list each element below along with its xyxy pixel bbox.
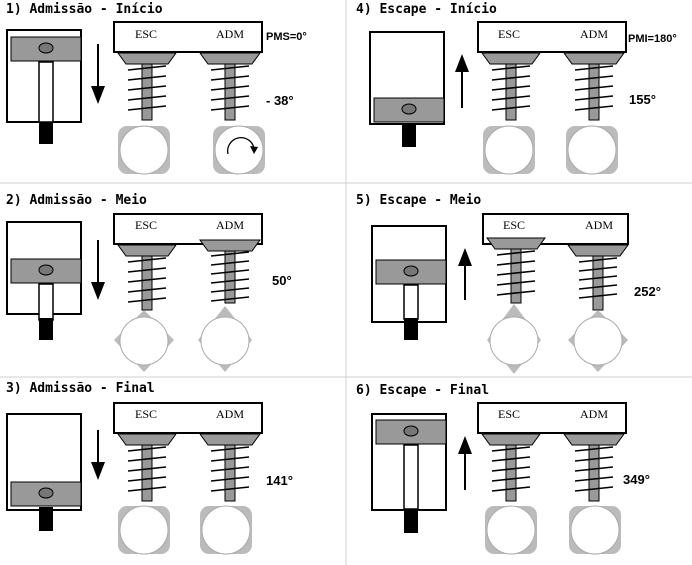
panel-6-up-arrow (458, 436, 472, 454)
panel-5-exhaust-valve (486, 237, 546, 304)
panel-2-crank-angle: 50° (272, 273, 292, 288)
panel-1-admissao-inicio: 1) Admissão - Início ESC ADM PMS=0° - 38… (6, 2, 307, 175)
panel-6-crank (404, 509, 418, 533)
panel-2-exhaust-valve (117, 244, 177, 311)
panel-6-intake-valve (563, 433, 625, 502)
panel-6-valve-housing (477, 402, 627, 434)
panel-3-esc-label: ESC (135, 407, 157, 421)
panel-1-valve-housing (113, 21, 263, 53)
panel-3-title: 3) Admissão - Final (6, 381, 155, 396)
panel-3-intake-valve (199, 433, 261, 502)
panel-4-adm-label: ADM (580, 27, 608, 41)
panel-1-crank (39, 122, 53, 144)
panel-3-crank-angle: 141° (266, 473, 293, 488)
panel-6-esc-label: ESC (498, 407, 520, 421)
panel-3-valve-housing (113, 402, 263, 434)
panel-5-crank (404, 318, 418, 340)
panel-6-crank-angle: 349° (623, 472, 650, 487)
panel-2-crank (39, 318, 53, 340)
panel-4-valve-housing (477, 21, 627, 53)
panel-5-adm-label: ADM (585, 218, 613, 232)
panel-5-esc-label: ESC (503, 218, 525, 232)
panel-4-exhaust-valve (481, 52, 541, 121)
panel-2-connecting-rod (38, 283, 54, 321)
panel-5-up-arrow (458, 248, 472, 266)
panel-4-esc-label: ESC (498, 27, 520, 41)
panel-1-crank-angle: - 38° (266, 93, 294, 108)
panel-1-title: 1) Admissão - Início (6, 2, 163, 17)
panel-4-reference: PMI=180° (628, 33, 677, 45)
panel-1-rotation-arrow (227, 137, 255, 155)
panel-4-title: 4) Escape - Início (356, 2, 497, 17)
panel-6-exhaust-valve (481, 433, 541, 502)
panel-1-exhaust-valve (117, 52, 177, 121)
panel-5-connecting-rod (403, 284, 419, 320)
panel-2-admissao-meio: 2) Admissão - Meio ESC ADM 50° (6, 193, 292, 372)
panel-3-admissao-final: 3) Admissão - Final ESC ADM 141° (6, 381, 293, 555)
panel-6-connecting-rod (403, 444, 419, 510)
panel-3-down-arrow (91, 462, 105, 480)
panel-4-crank (402, 123, 416, 147)
panel-6-adm-label: ADM (580, 407, 608, 421)
panel-1-reference: PMS=0° (266, 31, 307, 43)
panel-1-down-arrow (91, 86, 105, 104)
panel-3-adm-label: ADM (216, 407, 244, 421)
panel-2-adm-label: ADM (216, 218, 244, 232)
panel-1-intake-valve (199, 52, 261, 121)
panel-4-intake-valve (563, 52, 625, 121)
panel-5-escape-meio: 5) Escape - Meio ESC ADM 252° (356, 193, 661, 374)
panel-6-escape-final: 6) Escape - Final ESC ADM 349° (356, 383, 650, 555)
panel-4-crank-angle: 155° (629, 92, 656, 107)
panel-4-escape-inicio: 4) Escape - Início ESC ADM PMI=180° 155° (356, 2, 677, 175)
panel-4-up-arrow (455, 54, 469, 72)
panel-5-valve-housing (482, 213, 629, 245)
panel-1-connecting-rod (38, 61, 54, 123)
panel-5-intake-valve (567, 244, 629, 311)
panel-2-down-arrow (91, 282, 105, 300)
panel-3-crank (39, 507, 53, 531)
panel-2-esc-label: ESC (135, 218, 157, 232)
panel-5-crank-angle: 252° (634, 284, 661, 299)
panel-1-esc-label: ESC (135, 27, 157, 41)
panel-1-adm-label: ADM (216, 27, 244, 41)
panel-3-exhaust-valve (117, 433, 177, 502)
panel-6-title: 6) Escape - Final (356, 383, 489, 398)
panel-2-valve-housing (113, 213, 263, 245)
panel-5-title: 5) Escape - Meio (356, 193, 481, 208)
panel-2-intake-valve (199, 239, 261, 304)
panel-2-title: 2) Admissão - Meio (6, 193, 147, 208)
